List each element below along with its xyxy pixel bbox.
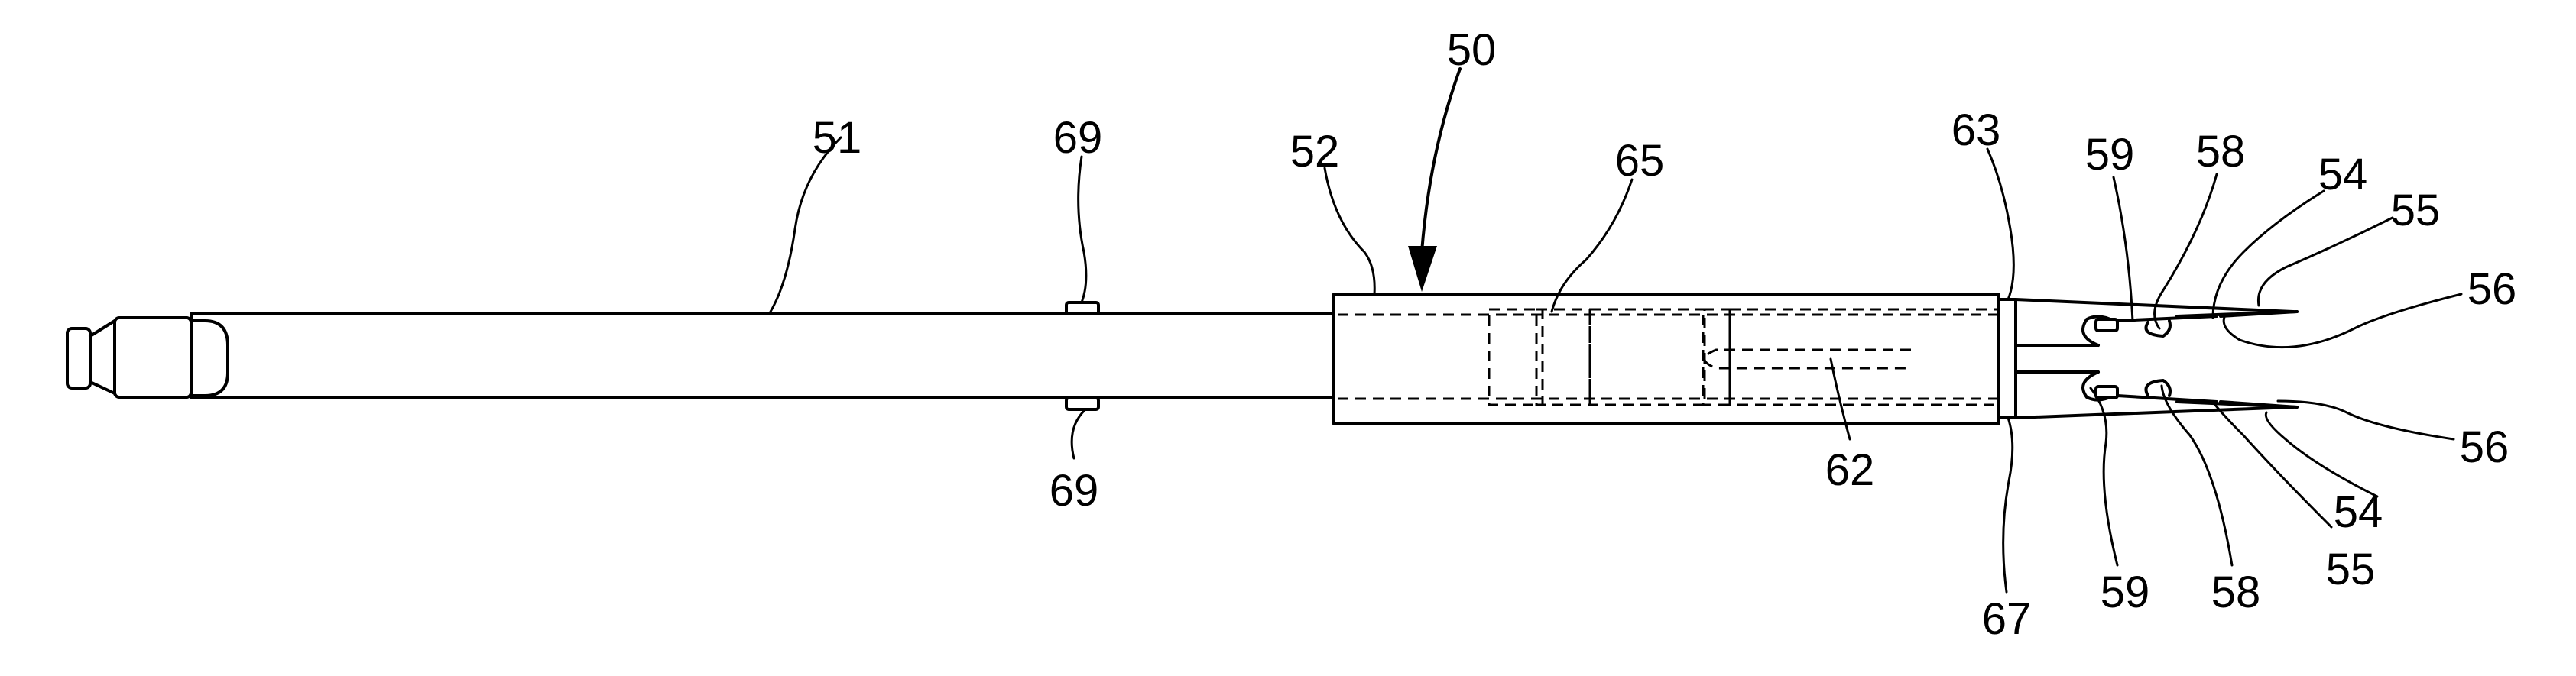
label-51: 51	[813, 113, 862, 163]
label-58-bottom: 58	[2211, 568, 2261, 617]
label-67: 67	[1982, 594, 2032, 644]
label-58-top: 58	[2196, 127, 2246, 176]
label-69-bottom: 69	[1050, 466, 1099, 516]
label-59-top: 59	[2085, 130, 2135, 180]
end-plate	[1999, 299, 2016, 418]
housing-52	[1334, 294, 1999, 424]
label-50: 50	[1447, 25, 1497, 75]
label-55-top: 55	[2391, 186, 2441, 235]
label-62: 62	[1825, 445, 1875, 495]
label-54-top: 54	[2318, 150, 2368, 199]
end-connector	[67, 318, 228, 397]
jaw-lower	[2016, 372, 2297, 418]
label-56-bottom: 56	[2460, 422, 2509, 472]
label-55-bottom: 55	[2326, 545, 2376, 594]
label-52: 52	[1290, 127, 1340, 176]
label-65: 65	[1615, 136, 1665, 186]
arrow-50	[1408, 69, 1460, 292]
shaft-51	[191, 314, 1334, 398]
label-59-bottom: 59	[2101, 568, 2150, 617]
label-63: 63	[1951, 105, 2001, 155]
reference-labels: 50 51 52 69 69 65 62 63 67 59 59 58 58 5…	[813, 25, 2517, 644]
label-56-top: 56	[2467, 264, 2517, 314]
label-69-top: 69	[1053, 113, 1103, 163]
pin-69-top	[1066, 302, 1098, 314]
label-54-bottom: 54	[2334, 487, 2383, 537]
leader-lines	[771, 137, 2461, 592]
pin-69-bottom	[1066, 398, 1098, 409]
